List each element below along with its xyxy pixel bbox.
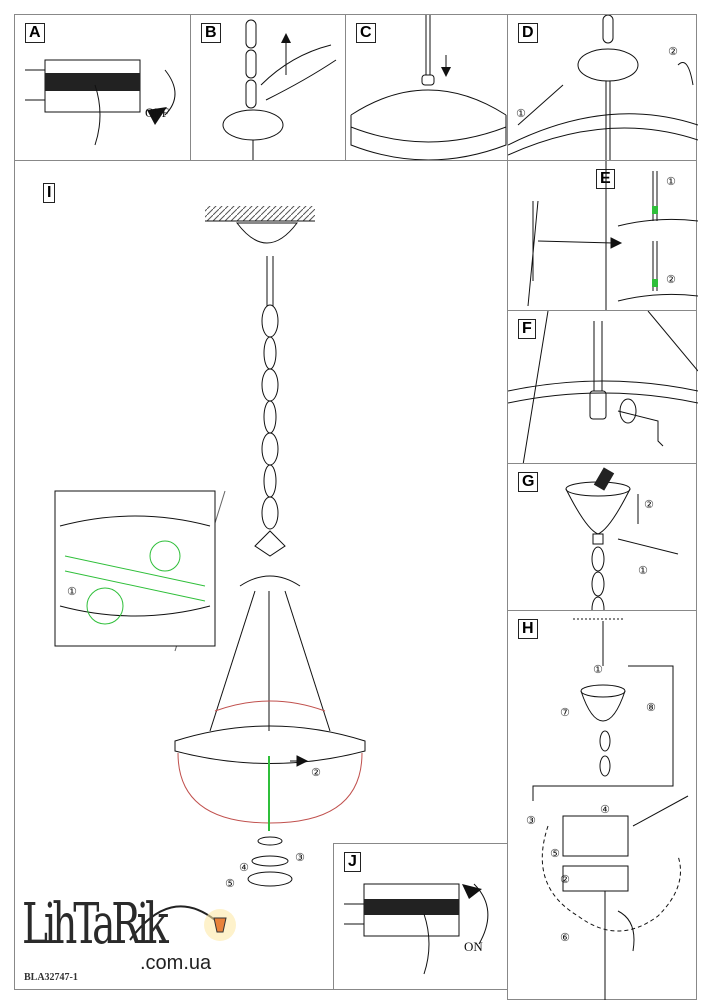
logo-text: LihTaRik <box>22 892 169 957</box>
wiring-illustration <box>532 618 689 1000</box>
step-2: ② <box>644 498 654 511</box>
step-5: ⑤ <box>225 877 235 890</box>
bowl-ring-illustration <box>350 15 507 161</box>
panel-label: F <box>518 319 536 339</box>
step-3: ③ <box>295 851 305 864</box>
rod-connection-illustration <box>527 161 698 312</box>
step-2: ② <box>666 273 676 286</box>
chain-canopy-illustration <box>222 19 337 162</box>
panel-label: J <box>344 852 361 872</box>
step-1: ① <box>67 585 77 598</box>
step-1: ① <box>638 564 648 577</box>
step-2: ② <box>560 873 570 886</box>
panel-j: J ON <box>333 843 508 990</box>
step-2: ② <box>668 45 678 58</box>
panel-c: C <box>345 14 508 161</box>
panel-a: A OFF <box>14 14 191 161</box>
breaker-on-illustration <box>344 883 489 975</box>
assembled-pendant-illustration <box>54 206 366 887</box>
panel-label: A <box>25 23 45 43</box>
step-1: ① <box>593 663 603 676</box>
panel-label: I <box>43 183 56 203</box>
panel-d: D ① ② <box>507 14 698 162</box>
step-7: ⑦ <box>560 706 570 719</box>
panel-b: B <box>190 14 346 162</box>
panel-label: E <box>596 169 615 189</box>
panel-label: D <box>518 23 538 43</box>
screw-tighten-illustration <box>508 311 698 465</box>
panel-f: F <box>507 310 698 465</box>
lamp-logo-graphic <box>129 905 236 941</box>
step-1: ① <box>516 107 526 120</box>
panel-label: B <box>201 23 221 43</box>
step-2: ② <box>311 766 321 779</box>
step-1: ① <box>666 175 676 188</box>
panel-g: G ② ① <box>507 463 697 612</box>
on-label: ON <box>464 939 483 954</box>
step-4: ④ <box>239 861 249 874</box>
step-5: ⑤ <box>550 847 560 860</box>
canopy-hook-illustration <box>508 15 698 162</box>
step-6: ⑥ <box>560 931 570 944</box>
panel-label: C <box>356 23 376 43</box>
step-3: ③ <box>526 814 536 827</box>
canopy-screw-illustration <box>565 467 679 612</box>
breaker-off-illustration <box>25 59 176 146</box>
panel-e: E ① ② <box>507 160 698 312</box>
panel-h: H ① ⑦ ⑧ ③ ④ ⑤ ② ⑥ <box>507 610 697 1000</box>
panel-label: H <box>518 619 538 639</box>
off-label: OFF <box>145 105 169 120</box>
step-4: ④ <box>600 803 610 816</box>
panel-label: G <box>518 472 539 492</box>
step-8: ⑧ <box>646 701 656 714</box>
product-code: BLA32747-1 <box>24 972 78 983</box>
logo-domain: .com.ua <box>140 952 212 974</box>
